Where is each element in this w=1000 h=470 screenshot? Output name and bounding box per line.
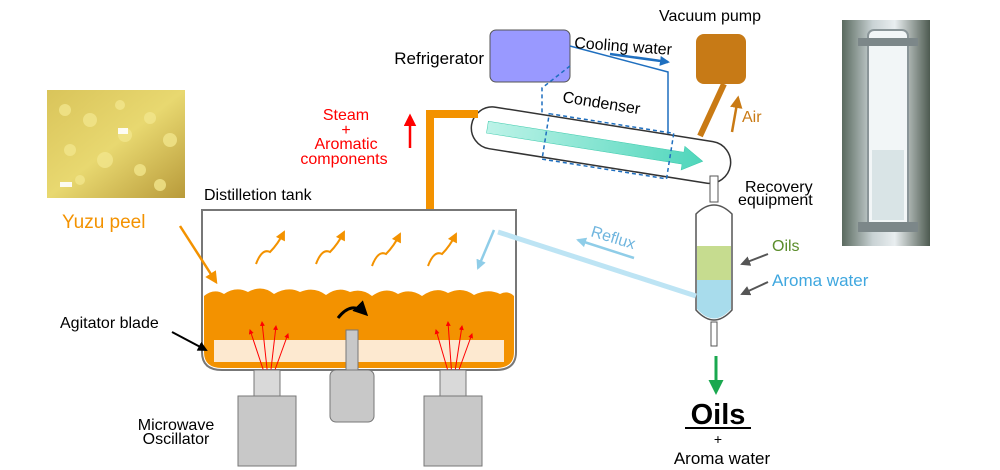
svg-text:Oscillator: Oscillator	[143, 431, 210, 448]
aroma-water-layer-label: Aroma water	[772, 271, 869, 290]
agitator-blade-label: Agitator blade	[60, 315, 159, 332]
microwave-oscillator-label: Microwave Oscillator	[138, 417, 215, 448]
recovery-label-line1: Recovery	[745, 179, 813, 196]
oscillator-neck-right	[439, 369, 467, 399]
aroma-water-pointer	[740, 281, 769, 296]
vacuum-pump-box	[696, 34, 746, 84]
svg-text:+: +	[341, 122, 350, 139]
svg-text:Microwave: Microwave	[138, 417, 215, 434]
air-arrow	[730, 95, 743, 133]
output-oils-label: Oils	[691, 399, 746, 431]
steam-pipe	[426, 110, 478, 210]
air-label: Air	[742, 109, 762, 126]
reflux-label: Reflux	[589, 224, 637, 254]
vacuum-line	[697, 82, 727, 138]
vapor-arrows	[255, 230, 457, 267]
agitator-shaft	[345, 329, 359, 373]
condenser-tube	[470, 106, 732, 185]
oscillator-left	[237, 395, 297, 467]
condenser-label: Condenser	[561, 89, 642, 118]
yuzu-peel-label: Yuzu peel	[62, 212, 145, 233]
reflux-drop-arrow	[476, 229, 496, 270]
center-stand	[329, 369, 375, 423]
oils-pointer	[740, 253, 769, 266]
cooling-water-label: Cooling water	[574, 35, 673, 59]
reflux-arrow	[576, 237, 635, 260]
oils-layer	[697, 246, 731, 280]
distillation-tank-label: Distilletion tank	[204, 187, 313, 204]
cooling-water-arrow	[609, 52, 670, 66]
recovery-outlet	[710, 321, 718, 347]
oscillator-right	[423, 395, 483, 467]
agitator-blade-arrow	[171, 331, 208, 351]
oscillator-neck-left	[253, 369, 281, 399]
recovery-inlet-tube	[709, 175, 719, 203]
yuzu-peel-photo	[47, 90, 185, 198]
output-plus-label: +	[714, 431, 722, 447]
yuzu-peel-arrow	[178, 225, 218, 285]
svg-text:Steam: Steam	[323, 107, 369, 124]
microwave-zone	[214, 340, 504, 362]
rotation-icon	[336, 300, 369, 319]
oils-layer-label: Oils	[772, 238, 800, 255]
svg-text:Aromatic: Aromatic	[314, 136, 377, 153]
reflux-line	[497, 229, 697, 299]
output-aroma-label: Aroma water	[674, 449, 771, 468]
refrigerator-label: Refrigerator	[394, 49, 484, 68]
recovery-equipment-photo	[842, 20, 930, 246]
refrigerator-box	[489, 29, 571, 83]
vacuum-pump-label: Vacuum pump	[659, 8, 761, 25]
recovery-label-line2: equipment	[738, 192, 813, 209]
steam-label: Steam + Aromatic components	[300, 107, 387, 168]
aroma-water-layer	[697, 280, 731, 319]
svg-text:components: components	[300, 151, 387, 168]
